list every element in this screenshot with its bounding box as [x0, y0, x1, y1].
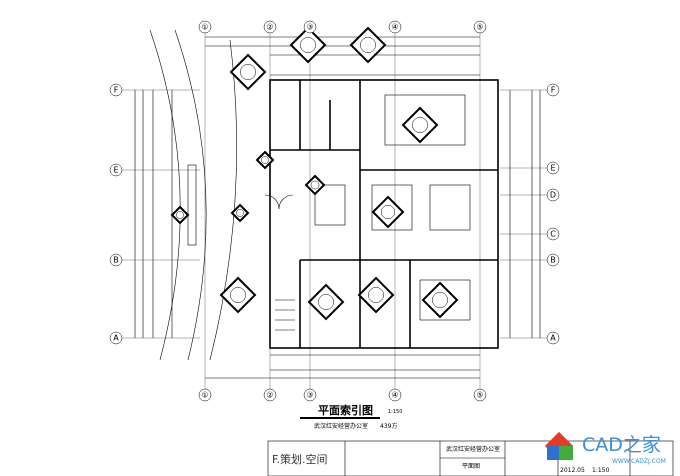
caption-subtitle: 武汉红安经营办公室: [314, 423, 369, 430]
axis-bubble: [109, 83, 123, 97]
axis-bubble: [546, 188, 560, 202]
watermark-url: WWW.CADZJ.COM: [612, 458, 666, 465]
cadzj-logo: [544, 431, 575, 464]
axis-bubble: [303, 388, 317, 402]
index-circle: [300, 37, 316, 53]
axis-label: ⑤: [476, 23, 483, 32]
index-circle: [432, 292, 448, 308]
axis-bubble: [109, 331, 123, 345]
index-diamond: [357, 276, 395, 314]
axis-label: E: [550, 164, 555, 173]
index-circle: [236, 209, 244, 217]
drawing-scale: 1:150: [592, 467, 610, 474]
axis-label: ④: [391, 23, 398, 32]
axis-label: F: [551, 86, 556, 95]
axis-bubble: [263, 20, 277, 34]
axis-bubble: [109, 163, 123, 177]
index-diamond: [401, 106, 439, 144]
index-diamond: [230, 203, 250, 223]
curved-facade: [149, 29, 237, 361]
axis-bubble: [198, 20, 212, 34]
axis-bubble: [546, 253, 560, 267]
index-circle: [261, 156, 269, 164]
axis-bubble: [546, 331, 560, 345]
axis-bubble: [198, 388, 212, 402]
index-diamond: [229, 53, 267, 91]
index-diamond: [304, 174, 326, 196]
project-name: 武汉红安经营办公室: [446, 446, 501, 453]
axis-label: ③: [306, 23, 313, 32]
index-circle: [318, 294, 334, 310]
axis-label: B: [113, 256, 119, 265]
axis-label: D: [550, 191, 556, 200]
index-circle: [176, 211, 184, 219]
axis-label: A: [550, 334, 556, 343]
building-walls: [264, 79, 499, 349]
axis-label: ①: [201, 391, 208, 400]
firm-mark: F.策划.空间: [272, 453, 328, 466]
axis-label: ②: [266, 391, 273, 400]
caption-area: 439方: [380, 423, 398, 430]
index-diamond: [255, 150, 275, 170]
axis-bubble: [473, 20, 487, 34]
axis-label: ③: [306, 391, 313, 400]
drawing-date: 2012.05: [560, 467, 585, 474]
axis-label: ①: [201, 23, 208, 32]
index-diamond: [421, 281, 459, 319]
axis-label: ⑤: [476, 391, 483, 400]
index-diamond: [289, 26, 327, 64]
index-circle: [412, 117, 428, 133]
index-circle: [368, 287, 384, 303]
index-symbols: [170, 26, 459, 321]
drawing-name: 平面图: [462, 463, 481, 470]
index-diamond: [371, 195, 405, 229]
index-diamond: [349, 26, 387, 64]
axis-label: ②: [266, 23, 273, 32]
axis-label: C: [550, 230, 556, 239]
axis-bubble: [388, 20, 402, 34]
axis-bubble: [473, 388, 487, 402]
caption-scale: 1:150: [388, 409, 403, 415]
index-circle: [381, 205, 395, 219]
index-diamond: [170, 205, 190, 225]
index-diamond: [219, 276, 257, 314]
axis-label: B: [550, 256, 556, 265]
index-circle: [360, 37, 376, 53]
axis-bubble: [303, 20, 317, 34]
axis-bubble: [546, 227, 560, 241]
axis-label: ④: [391, 391, 398, 400]
index-circle: [230, 287, 246, 303]
axis-label: F: [114, 86, 119, 95]
index-circle: [310, 180, 320, 190]
axis-label: E: [113, 166, 118, 175]
axis-bubble: [388, 388, 402, 402]
axis-bubble: [109, 253, 123, 267]
caption-title: 平面索引图: [318, 404, 373, 417]
axis-bubble: [546, 83, 560, 97]
index-diamond: [307, 283, 345, 321]
axis-bubble: [546, 161, 560, 175]
axis-bubble: [263, 388, 277, 402]
axis-label: A: [113, 334, 119, 343]
index-circle: [240, 64, 256, 80]
watermark-brand: CAD之家: [582, 434, 661, 456]
axis-bubbles: ① ① ② ② ③ ③ ④ ④ ⑤ ⑤ F E B A F E D C B A: [109, 20, 560, 402]
